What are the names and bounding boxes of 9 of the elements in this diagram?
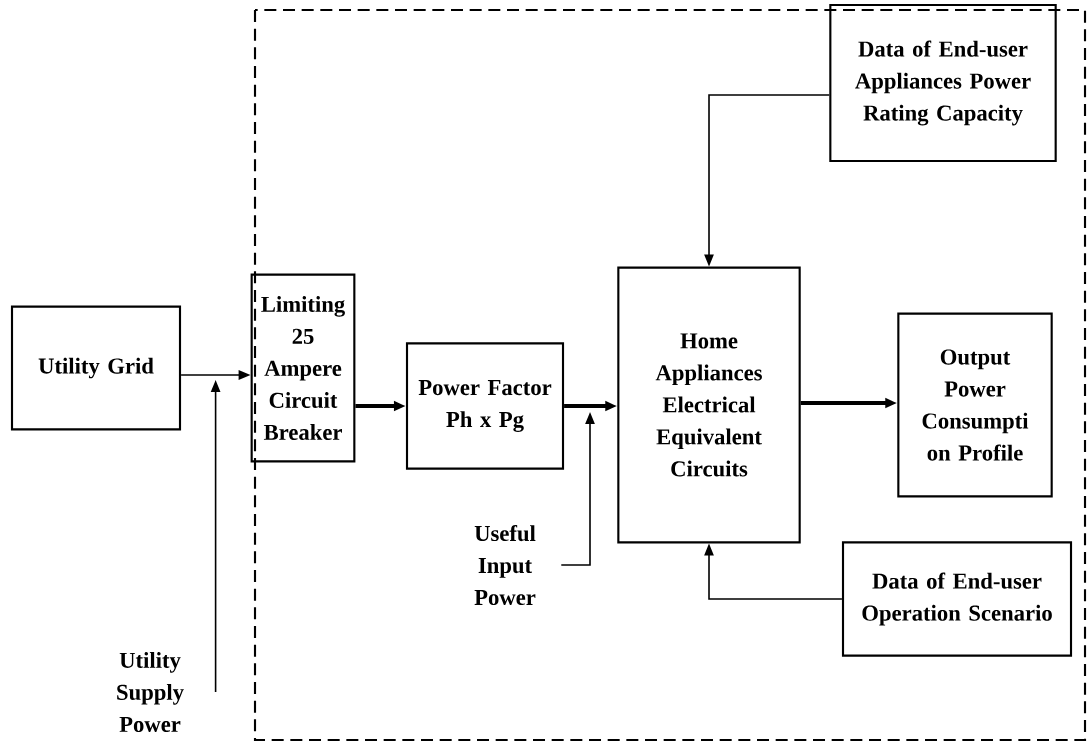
text-label: Utility Supply Power bbox=[117, 652, 184, 732]
process-box: Power Factor Ph x Pg bbox=[405, 342, 565, 470]
process-box: Data of End-user Operation Scenario bbox=[841, 541, 1073, 657]
text-label: Useful Input Power bbox=[474, 524, 536, 606]
process-box: Output Power Consumpti on Profile bbox=[897, 312, 1053, 498]
process-box: Home Appliances Electrical Equivalent Circuits bbox=[617, 266, 801, 544]
process-box: Limiting 25 Ampere Circuit Breaker bbox=[250, 273, 356, 463]
process-box: Utility Grid bbox=[10, 305, 182, 431]
process-box: Data of End-user Appliances Power Rating Capacity bbox=[829, 3, 1057, 163]
